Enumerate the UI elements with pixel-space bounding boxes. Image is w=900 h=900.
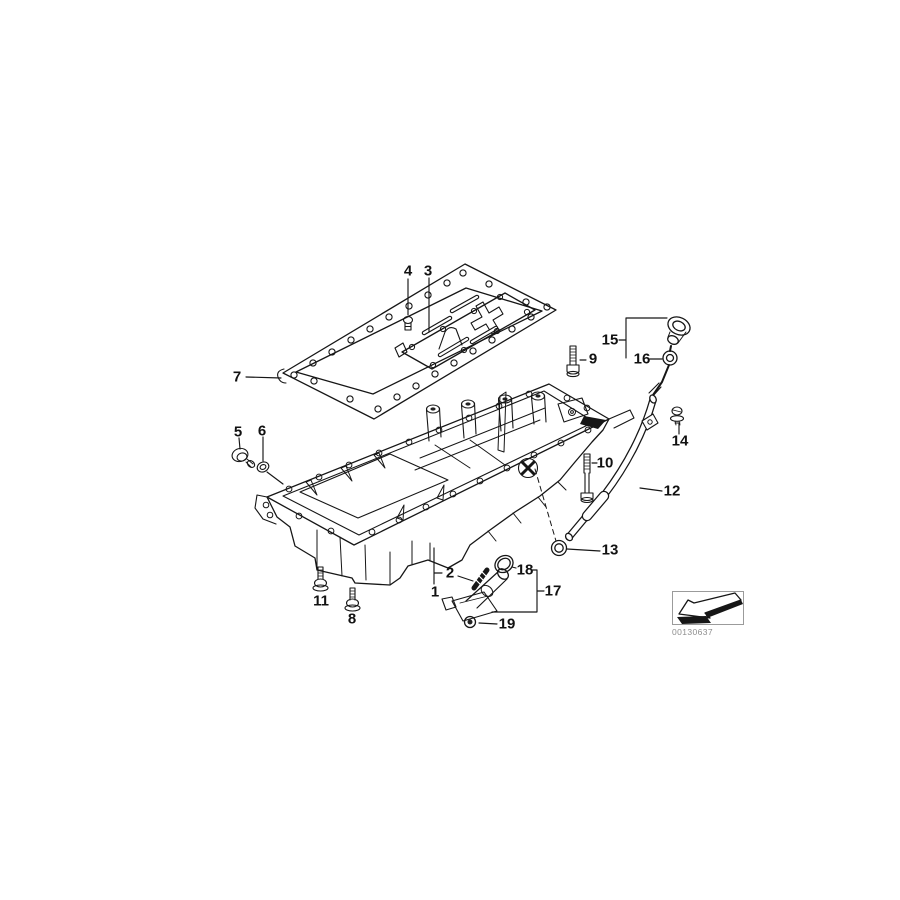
- arrow-stamp-icon: [677, 592, 743, 624]
- callout-5[interactable]: 5: [233, 423, 243, 441]
- callout-9[interactable]: 9: [588, 350, 598, 368]
- screw-8-drawing: [344, 587, 361, 612]
- tube-seal-ring-drawing: [550, 539, 568, 557]
- callout-12[interactable]: 12: [663, 482, 681, 500]
- baffle-bolt-drawing: [402, 315, 414, 331]
- callout-8[interactable]: 8: [347, 610, 357, 628]
- callout-18[interactable]: 18: [516, 561, 534, 579]
- callout-17[interactable]: 17: [544, 582, 562, 600]
- image-number: 00130637: [672, 627, 714, 637]
- bolt-9-drawing: [566, 345, 580, 378]
- callout-1[interactable]: 1: [430, 583, 440, 601]
- callout-6[interactable]: 6: [257, 422, 267, 440]
- oil-pan-gasket-drawing: [277, 263, 557, 420]
- callout-11[interactable]: 11: [313, 592, 329, 610]
- sensor-o-ring-drawing: [494, 554, 514, 574]
- callout-4[interactable]: 4: [403, 262, 413, 280]
- callout-2[interactable]: 2: [445, 564, 455, 582]
- oil-pan-drawing: [254, 383, 635, 586]
- oil-level-sensor-drawing: [441, 567, 510, 622]
- callout-7[interactable]: 7: [232, 368, 242, 386]
- callout-3[interactable]: 3: [423, 262, 433, 280]
- guide-tube-drawing: [564, 394, 659, 542]
- screw-11-drawing: [312, 566, 329, 592]
- callout-19[interactable]: 19: [498, 615, 516, 633]
- dipstick-drawing: [648, 316, 691, 399]
- callout-16[interactable]: 16: [633, 350, 651, 368]
- seal-ring-drawing: [256, 461, 270, 473]
- drain-plug-drawing: [231, 447, 256, 468]
- screw-14-drawing: [669, 406, 685, 426]
- bolt-10-drawing: [580, 453, 594, 504]
- callout-15[interactable]: 15: [601, 331, 619, 349]
- callout-14[interactable]: 14: [671, 432, 689, 450]
- callout-13[interactable]: 13: [601, 541, 619, 559]
- baffle-plate-drawing: [394, 292, 536, 370]
- leader-lines: [238, 277, 680, 625]
- diagram-stamp: [672, 591, 744, 625]
- callout-10[interactable]: 10: [596, 454, 614, 472]
- sensor-nut-drawing: [463, 615, 477, 629]
